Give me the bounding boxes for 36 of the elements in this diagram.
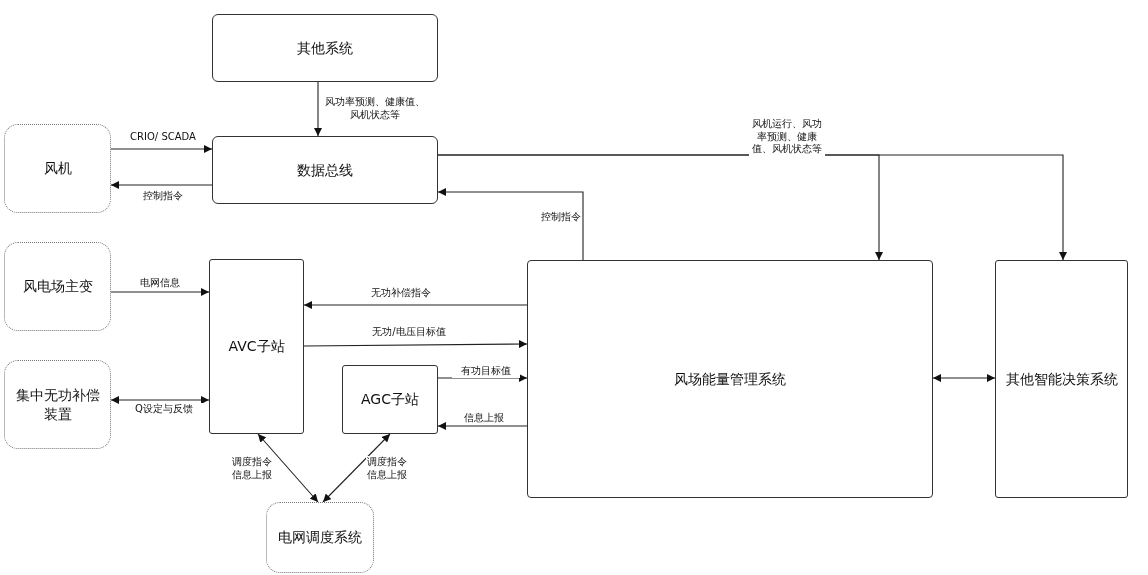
- node-label: AGC子站: [361, 390, 419, 409]
- system-box: [527, 260, 933, 498]
- arrow: [322, 433, 391, 503]
- system-box: [209, 259, 304, 434]
- node-label: 风机: [43, 159, 72, 178]
- arrow: [437, 374, 528, 382]
- arrow: [110, 288, 210, 296]
- device-box: [4, 360, 111, 449]
- arrow: [257, 433, 319, 503]
- node-label: 风场能量管理系统: [674, 369, 786, 389]
- node-label: 其他系统: [297, 38, 353, 58]
- node-label: 数据总线: [297, 160, 353, 180]
- edge-label: 风机运行、风功率预测、健康值、风机状态等: [749, 118, 825, 156]
- device-box: [266, 502, 374, 573]
- system-box: [342, 365, 438, 434]
- edge-label: 有功目标值: [452, 365, 520, 378]
- arrow: [303, 340, 528, 349]
- arrow: [110, 396, 210, 404]
- arrow: [437, 422, 528, 430]
- arrow: [437, 154, 1067, 261]
- node-label: AVC子站: [228, 337, 285, 356]
- device-box: [4, 124, 111, 213]
- arrow: [303, 301, 528, 309]
- node-label: 风电场主变: [22, 277, 93, 296]
- arrow: [932, 374, 996, 382]
- system-box: [212, 14, 438, 82]
- system-box: [212, 136, 438, 204]
- arrow: [110, 181, 213, 189]
- node-label: 集中无功补偿装置: [14, 386, 101, 423]
- arrow: [110, 145, 213, 153]
- arrow: [314, 81, 322, 137]
- node-label: 电网调度系统: [278, 528, 362, 547]
- node-label: 其他智能决策系统: [1005, 369, 1118, 389]
- device-box: [4, 242, 111, 331]
- system-box: [995, 260, 1128, 498]
- arrow: [437, 188, 584, 261]
